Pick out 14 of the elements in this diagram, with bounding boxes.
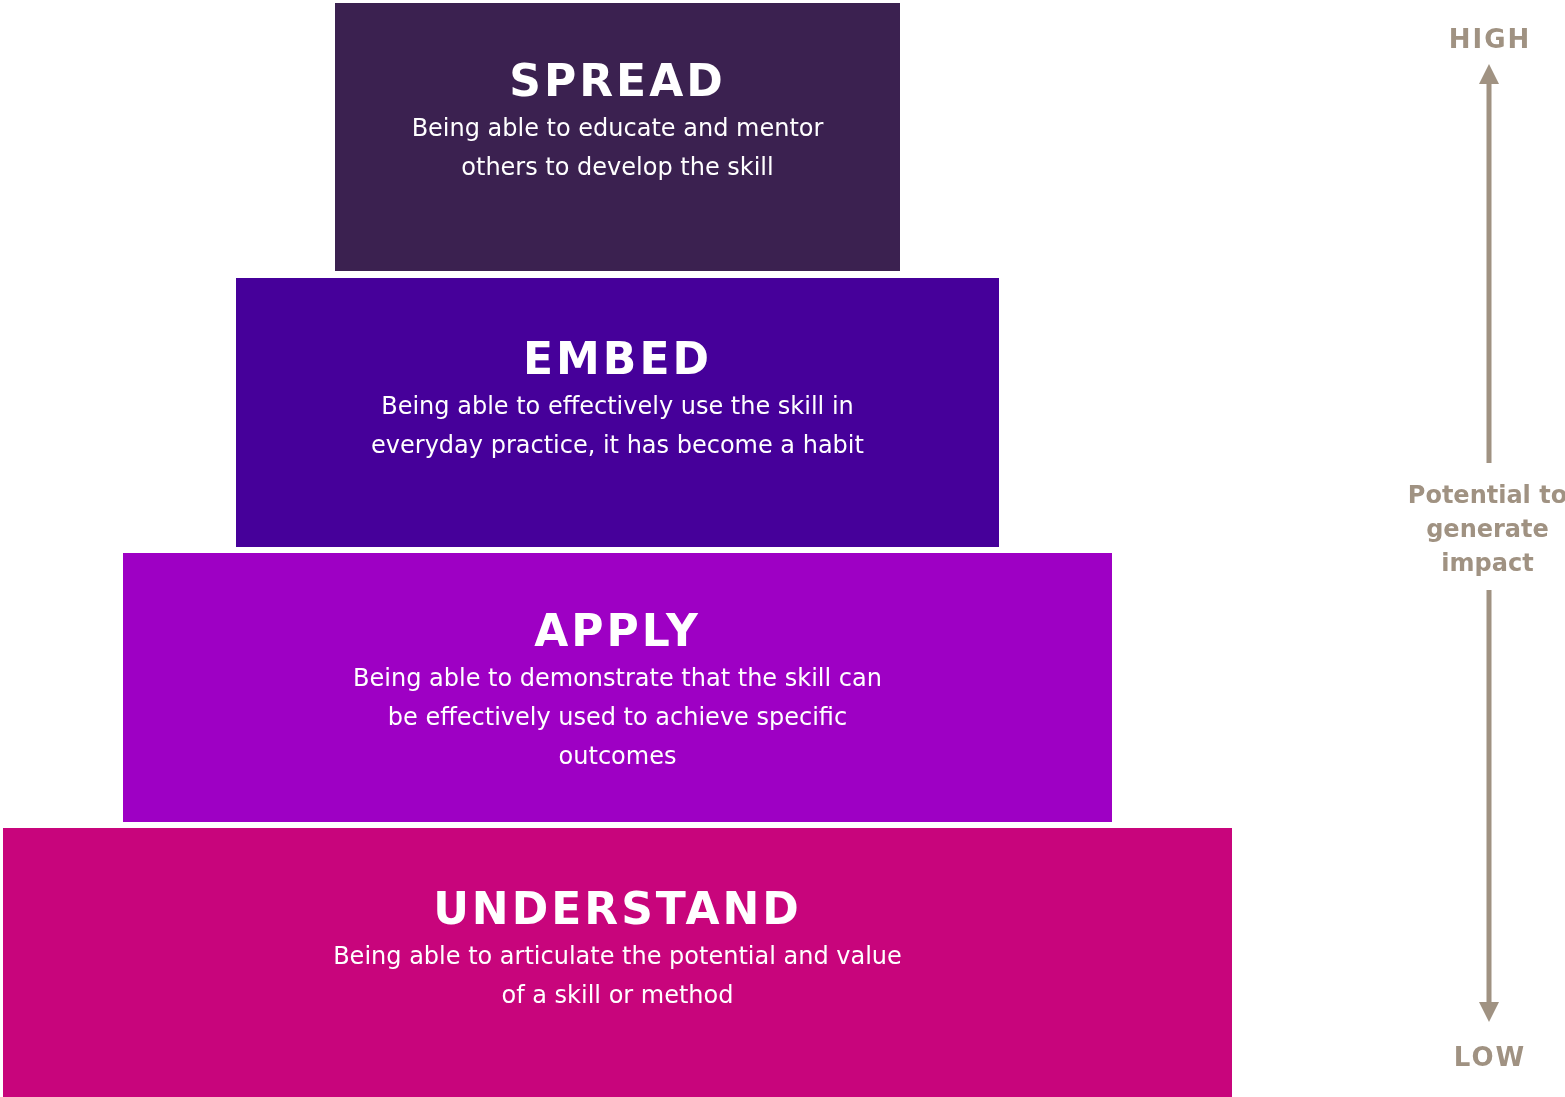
tier-box [123, 553, 1112, 822]
tier-heading: UNDERSTAND [433, 883, 802, 935]
tier-description: Being able to educate and mentor others to develop the skill [410, 113, 825, 183]
tier-description: Being able to articulate the potential and value of a skill or method [332, 941, 903, 1011]
tier-box [236, 278, 999, 547]
tier-box [3, 828, 1232, 1097]
tier-heading: APPLY [534, 605, 701, 657]
tier-description: Being able to effectively use the skill in everyday practice, it has become a habit [370, 391, 865, 461]
tier-heading: SPREAD [509, 55, 726, 107]
tier-description: Being able to demonstrate that the skill can be effectively used to achieve specific outcomes [352, 663, 883, 772]
scale-label: LOW [1452, 1041, 1528, 1074]
tier-heading: EMBED [523, 333, 712, 385]
scale-label: HIGH [1447, 23, 1533, 56]
tier-box [335, 3, 900, 271]
